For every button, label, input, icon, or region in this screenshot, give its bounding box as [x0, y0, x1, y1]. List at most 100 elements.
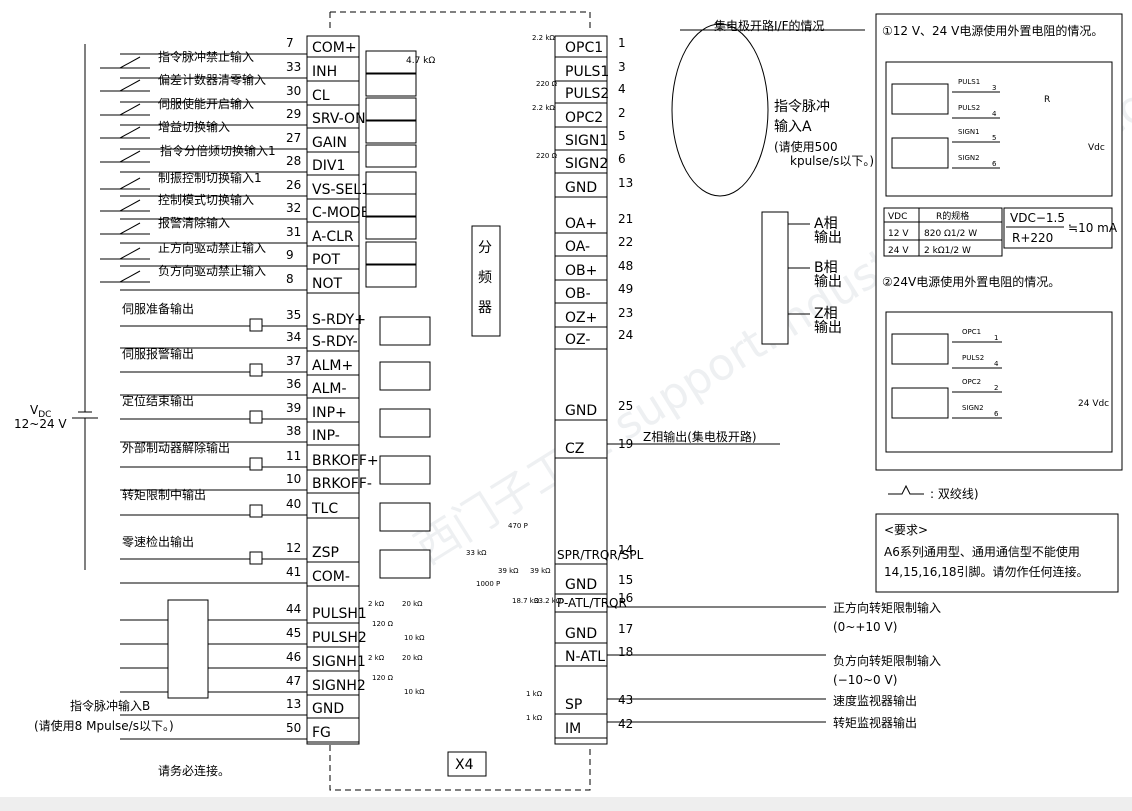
- input-optocoupler-icon: [365, 193, 417, 217]
- pulse-input-a-text: 输入A: [774, 119, 812, 135]
- left-pin-number: 40: [286, 497, 301, 511]
- input-optocoupler-icon: [365, 97, 417, 121]
- x4-label: X4: [455, 757, 474, 773]
- case1-pin-label: PULS2: [958, 104, 980, 112]
- left-pin-number: 29: [286, 107, 301, 121]
- right-connector: [554, 35, 608, 745]
- case1-pin-label: PULS1: [958, 78, 980, 86]
- x4-connector: [447, 751, 487, 777]
- left-pin-number: 45: [286, 626, 301, 640]
- line-receiver-box: [761, 211, 789, 345]
- case2-pin-number: 1: [994, 334, 998, 342]
- svg-text:12~24 V: 12~24 V: [14, 417, 67, 431]
- svg-text:39 kΩ: 39 kΩ: [498, 567, 519, 575]
- optocoupler-icon: [379, 502, 431, 532]
- left-pin-label: SIGNH2: [312, 678, 366, 694]
- left-pin-label: INP-: [312, 428, 340, 444]
- case1-pin-number: 4: [992, 110, 997, 118]
- left-pin-label: ALM+: [312, 358, 353, 374]
- svg-text:1000 P: 1000 P: [476, 580, 500, 588]
- svg-text:470 P: 470 P: [508, 522, 528, 530]
- left-pin-label: SRV-ON: [312, 111, 366, 127]
- case1-vdc-label: Vdc: [1088, 143, 1105, 153]
- left-pin-label: BRKOFF+: [312, 453, 379, 469]
- requirement-box: [875, 513, 1119, 593]
- right-pin-number: 6: [618, 152, 626, 166]
- twisted-pair-icon: [888, 484, 924, 495]
- right-pin-number: 23: [618, 306, 633, 320]
- torque-monitor-label: 转矩监视器输出: [833, 715, 917, 730]
- z-open-collector-label: Z相输出(集电极开路): [643, 429, 757, 444]
- svg-text:10 kΩ: 10 kΩ: [404, 634, 425, 642]
- optocoupler-icon: [379, 549, 431, 579]
- svg-text:120 Ω: 120 Ω: [372, 620, 394, 628]
- left-pin-number: 28: [286, 154, 301, 168]
- right-pin-number: 13: [618, 176, 633, 190]
- right-pin-number: 24: [618, 328, 633, 342]
- right-pin-label: SPR/TRQR/SPL: [557, 548, 644, 562]
- formula-denominator: R+220: [1012, 231, 1053, 245]
- right-pin-number: 49: [618, 282, 633, 296]
- left-connector: [306, 35, 360, 745]
- output-signal-label: 伺服准备输出: [122, 301, 194, 316]
- right-pin-number: 1: [618, 36, 626, 50]
- table-header-cell: VDC: [888, 212, 907, 222]
- output-signal-label: 零速检出输出: [122, 534, 194, 549]
- left-pin-label: ALM-: [312, 381, 347, 397]
- right-pin-label: GND: [565, 577, 597, 593]
- case2-pin-label: SIGN2: [962, 404, 984, 412]
- right-pin-number: 14: [618, 543, 633, 557]
- left-pin-label: SIGNH1: [312, 654, 366, 670]
- input-signal-label: 增益切换输入: [158, 119, 230, 134]
- relay-coil-icon: [249, 363, 263, 377]
- right-pin-number: 2: [618, 106, 626, 120]
- left-pin-number: 50: [286, 721, 301, 735]
- case1-r-label: R: [1044, 95, 1050, 105]
- left-pin-label: INP+: [312, 405, 347, 421]
- right-pin-label: GND: [565, 180, 597, 196]
- left-pin-number: 36: [286, 377, 301, 391]
- right-pin-number: 17: [618, 622, 633, 636]
- formula-numerator: VDC−1.5: [1010, 211, 1065, 225]
- right-pin-label: PULS2: [565, 86, 609, 102]
- left-pin-number: 41: [286, 565, 301, 579]
- relay-coil-icon: [249, 504, 263, 518]
- table-header-cell: R的规格: [936, 210, 969, 222]
- left-pin-label: CL: [312, 88, 330, 104]
- case1-pin-number: 3: [992, 84, 996, 92]
- right-pin-number: 16: [618, 591, 633, 605]
- pulse-input-b-label: 指令脉冲输入B: [70, 698, 150, 713]
- right-pin-label: IM: [565, 721, 581, 737]
- table-cell: 12 V: [888, 229, 909, 239]
- svg-text:2 kΩ: 2 kΩ: [368, 600, 385, 608]
- case2-circuit: [885, 311, 1113, 453]
- open-collector-ellipse: [671, 23, 769, 197]
- connector-shell: [329, 11, 591, 791]
- svg-text:39 kΩ: 39 kΩ: [530, 567, 551, 575]
- left-pin-number: 26: [286, 178, 301, 192]
- left-pin-number: 9: [286, 248, 294, 262]
- left-pin-number: 10: [286, 472, 301, 486]
- case2-vdc-label: 24 Vdc: [1078, 399, 1109, 409]
- input-signal-label: 制振控制切换输入1: [158, 170, 262, 185]
- left-pin-number: 13: [286, 697, 301, 711]
- pulse-input-a-text: kpulse/s以下。): [790, 154, 874, 168]
- speed-monitor-label: 速度监视器输出: [833, 693, 917, 708]
- supply-label: VDC 12~24 V: [14, 44, 98, 570]
- optocoupler-icon: [379, 408, 431, 438]
- divider-char: 频: [478, 270, 492, 286]
- svg-text:1 kΩ: 1 kΩ: [526, 690, 543, 698]
- right-pin-label: OA-: [565, 239, 590, 255]
- right-pin-label: OZ+: [565, 310, 597, 326]
- formula-result: ≒10 mA: [1068, 221, 1118, 235]
- divider-box: [471, 225, 501, 337]
- left-pin-label: S-RDY-: [312, 334, 358, 350]
- positive-torque-label: 正方向转矩限制输入: [833, 600, 941, 615]
- right-pin-label: OPC1: [565, 40, 603, 56]
- input-optocoupler-icon: [365, 216, 417, 240]
- left-pin-number: 33: [286, 60, 301, 74]
- right-pin-label: N-ATL: [565, 649, 605, 665]
- left-pin-label: C-MODE: [312, 205, 370, 221]
